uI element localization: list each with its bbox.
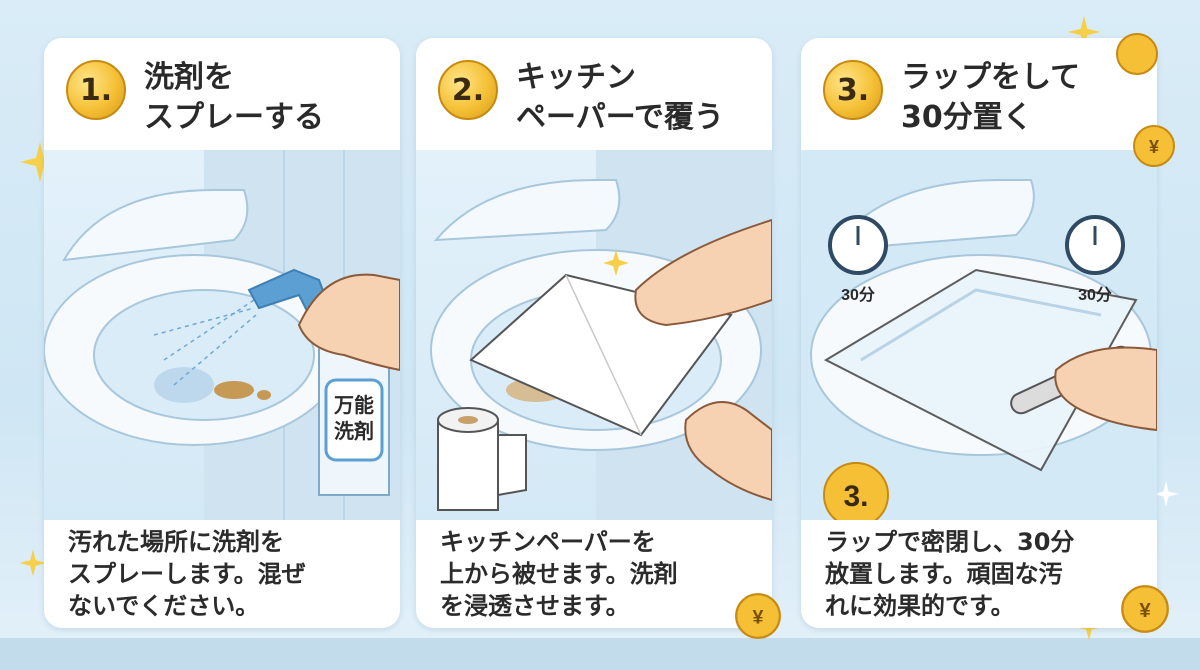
yen-coin-icon: ¥ xyxy=(1133,125,1175,167)
step-number-badge: 1. xyxy=(66,60,126,120)
toilet-lid xyxy=(62,189,249,262)
step-title-line: ペーパーで覆う xyxy=(516,100,724,135)
step-title-line: スプレーする xyxy=(144,100,324,135)
step-panel-3: 3. ラップをして 30分置く 30分 30分 xyxy=(801,38,1157,628)
step-title-line: 洗剤を xyxy=(144,60,234,95)
step-header: 3. ラップをして 30分置く xyxy=(801,38,1157,150)
plastic-wrap xyxy=(823,268,1138,472)
step-title-line: キッチン xyxy=(516,60,636,95)
step-title: キッチン ペーパーで覆う xyxy=(516,58,766,138)
caption-line: を浸透させます。 xyxy=(440,592,630,620)
coin-icon xyxy=(1116,33,1158,75)
caption-line: スプレーします。混ぜ xyxy=(68,560,306,588)
caption-line: 放置します。頑固な汚 xyxy=(825,560,1063,588)
step-header: 2. キッチン ペーパーで覆う xyxy=(416,38,772,150)
hand xyxy=(297,273,400,372)
timer-label: 30分 xyxy=(1078,286,1112,304)
timer-label: 30分 xyxy=(841,286,875,304)
caption-line: キッチンペーパーを xyxy=(440,528,656,556)
toilet-wrap-illustration: 30分 30分 3. xyxy=(801,150,1157,520)
background-floor xyxy=(0,638,1200,670)
caption-line: れに効果的です。 xyxy=(825,592,1015,620)
yen-coin-icon: ¥ xyxy=(735,593,781,639)
svg-text:¥: ¥ xyxy=(1149,137,1159,157)
step-title: 洗剤を スプレーする xyxy=(144,58,394,138)
step-illustration: 30分 30分 3. xyxy=(801,150,1157,520)
step-header: 1. 洗剤を スプレーする xyxy=(44,38,400,150)
sparkle-icon xyxy=(1153,481,1179,507)
sparkle-icon xyxy=(1067,15,1101,49)
svg-text:¥: ¥ xyxy=(1139,599,1151,622)
step-caption: ラップで密閉し、30分 放置します。頑固な汚 れに効果的です。 xyxy=(825,526,1141,622)
inner-step-badge xyxy=(823,462,889,520)
toilet-bowl xyxy=(93,289,315,421)
toilet-paper-illustration xyxy=(430,150,772,520)
timer-icon xyxy=(828,215,888,275)
step-title-line: ラップをして xyxy=(901,60,1081,95)
timer-icon xyxy=(1065,215,1125,275)
step-illustration: 万能 洗剤 xyxy=(44,150,400,520)
toilet-spray-illustration: 万能 洗剤 xyxy=(44,150,400,520)
bottle-label: 万能 xyxy=(333,393,374,417)
toilet-lid xyxy=(433,179,621,242)
caption-line: ラップで密閉し、30分 xyxy=(825,528,1075,556)
sparkle-icon xyxy=(19,549,47,577)
paper-roll xyxy=(437,407,527,511)
inner-step-badge-text: 3. xyxy=(843,480,868,513)
svg-text:¥: ¥ xyxy=(753,607,764,629)
bottle-label: 洗剤 xyxy=(334,419,374,443)
caption-line: 上から被せます。洗剤 xyxy=(440,560,678,588)
yen-coin-icon: ¥ xyxy=(1121,585,1169,633)
hand xyxy=(1054,346,1157,432)
step-caption: キッチンペーパーを 上から被せます。洗剤 を浸透させます。 xyxy=(440,526,756,622)
hand xyxy=(634,218,772,327)
step-number-badge: 3. xyxy=(823,60,883,120)
step-illustration xyxy=(416,150,772,520)
step-panel-1: 1. 洗剤を スプレーする 万能 洗剤 汚れた場所に洗剤 xyxy=(44,38,400,628)
caption-line: ないでください。 xyxy=(68,592,260,620)
sparkle-icon xyxy=(20,142,60,182)
hand xyxy=(684,401,772,502)
stain-mark xyxy=(214,381,254,399)
step-title: ラップをして 30分置く xyxy=(901,58,1151,138)
caption-line: 汚れた場所に洗剤を xyxy=(68,528,284,556)
step-panel-2: 2. キッチン ペーパーで覆う キッチンペーパーを 上か xyxy=(416,38,772,628)
step-number-badge: 2. xyxy=(438,60,498,120)
step-title-line: 30分置く xyxy=(901,100,1033,135)
step-caption: 汚れた場所に洗剤を スプレーします。混ぜ ないでください。 xyxy=(68,526,384,622)
